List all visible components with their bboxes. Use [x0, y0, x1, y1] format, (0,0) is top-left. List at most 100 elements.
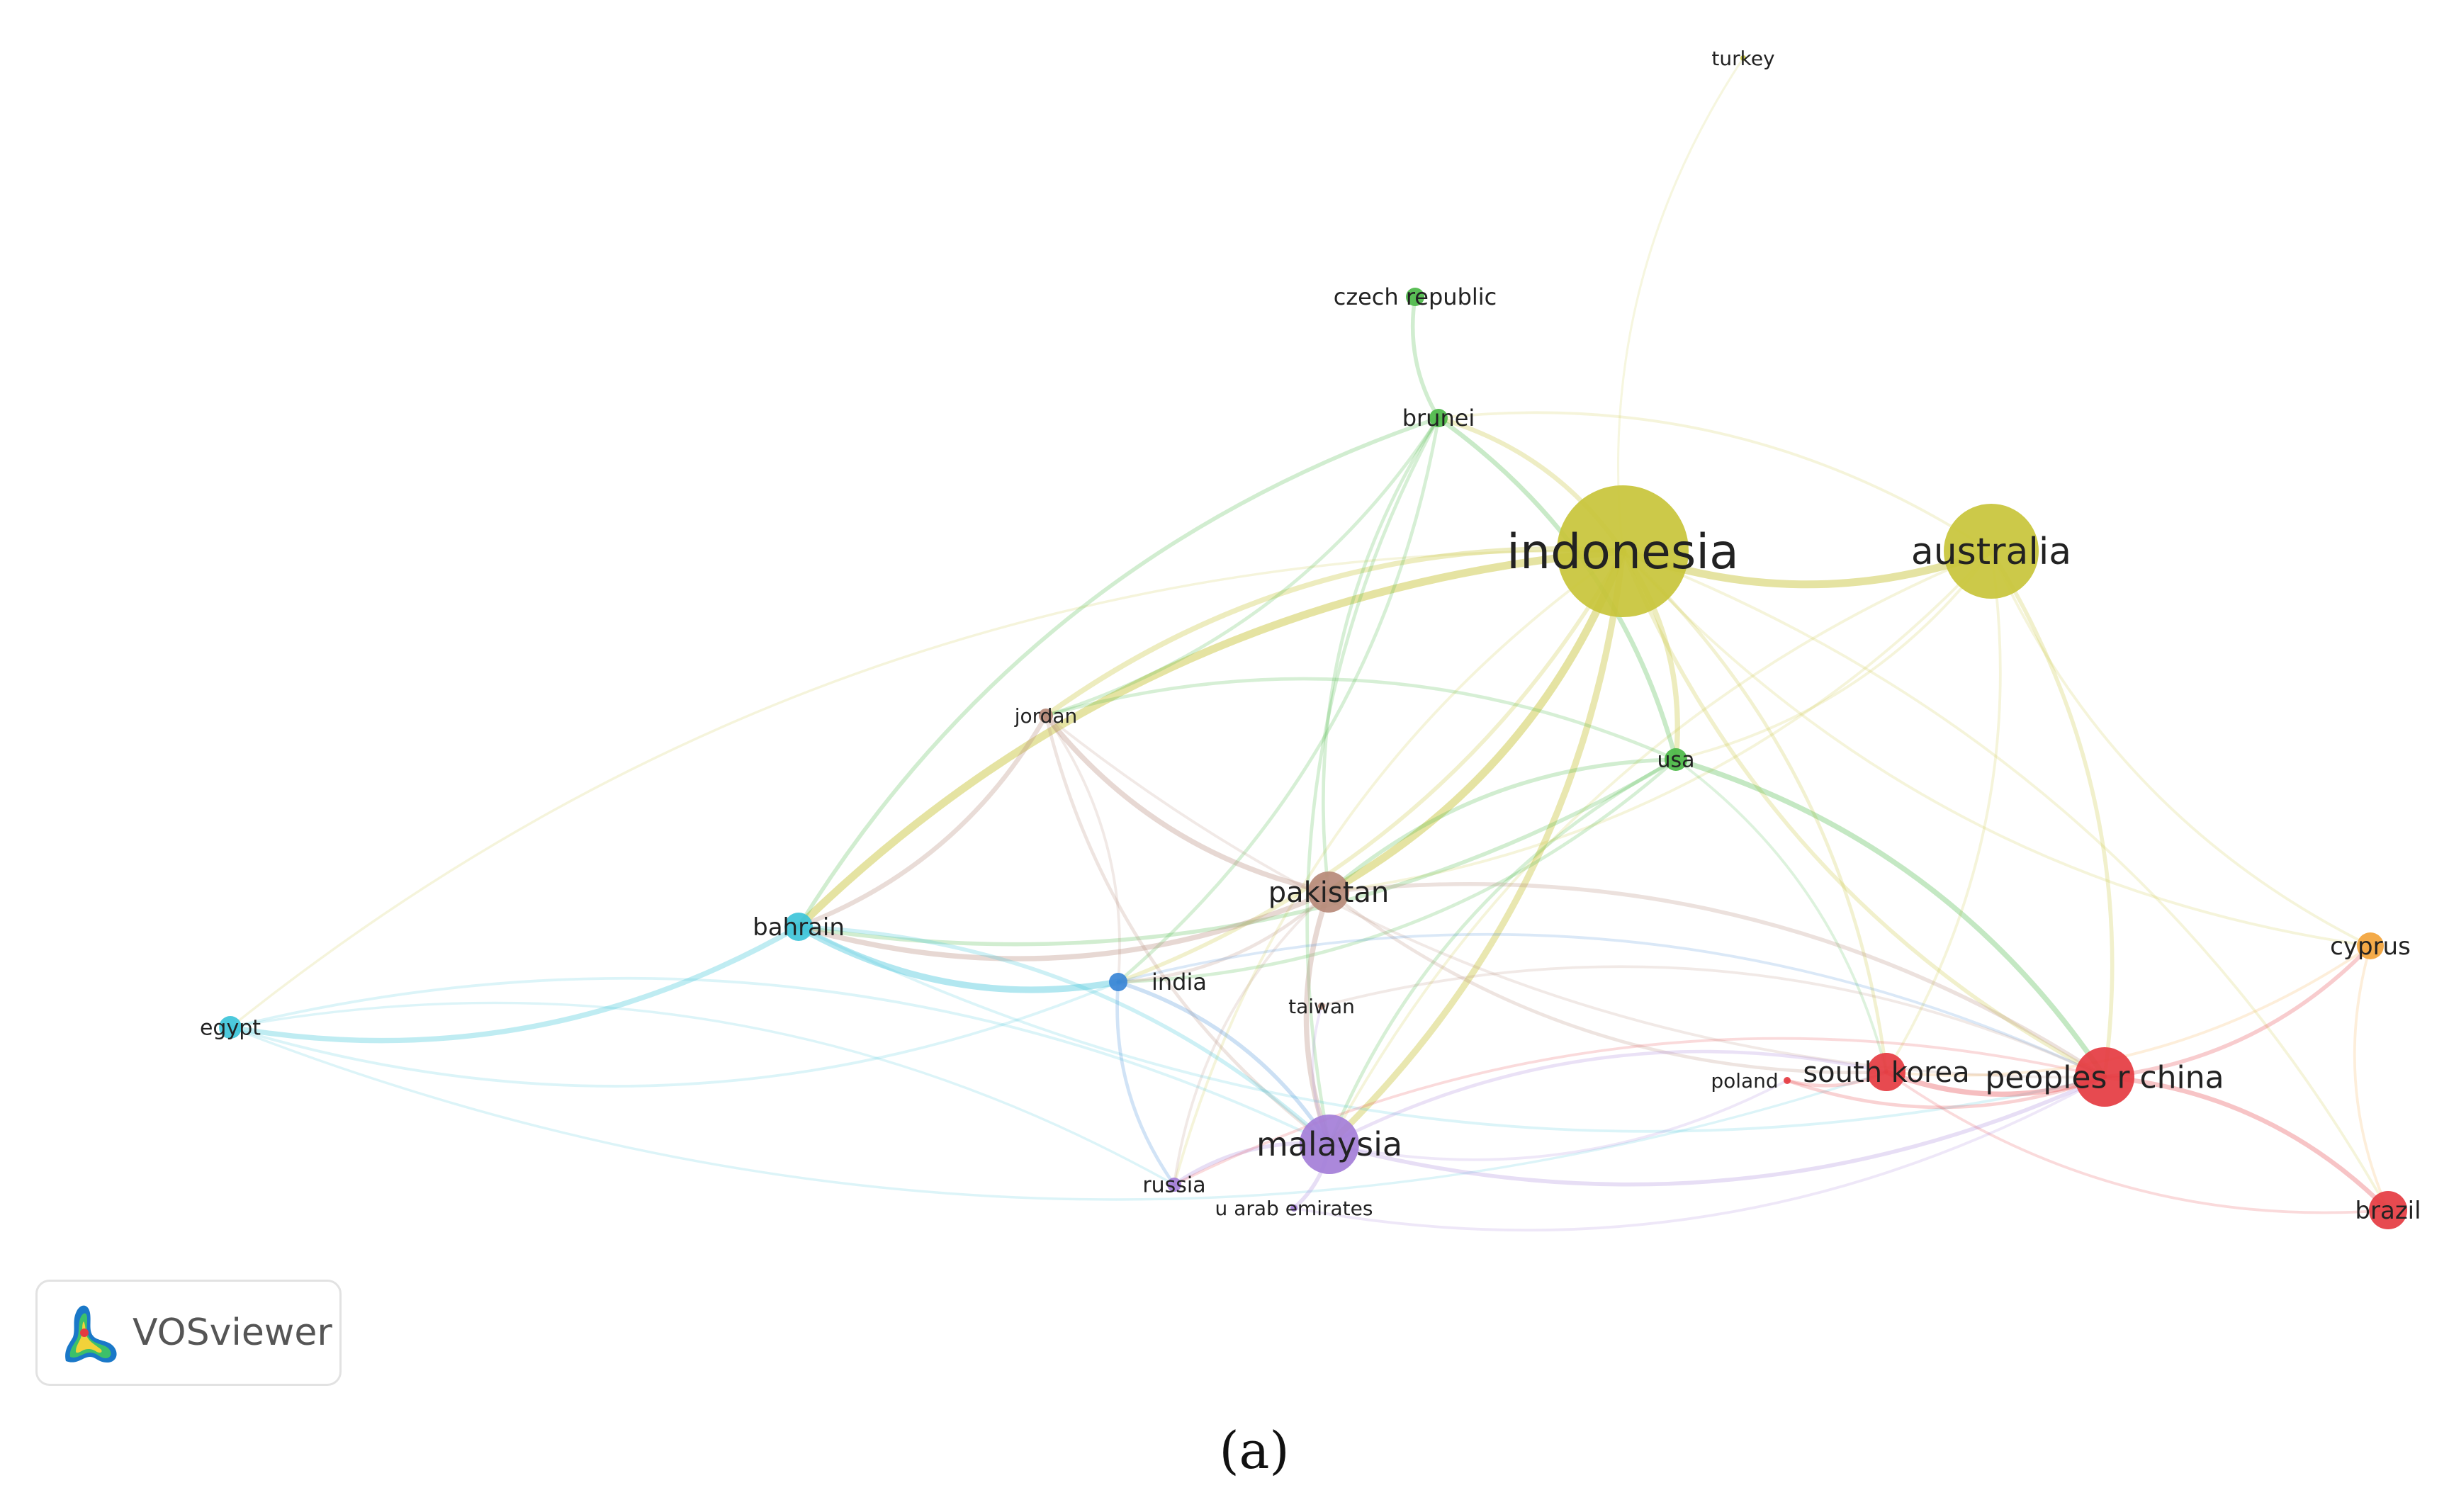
node-egypt[interactable] — [219, 1016, 242, 1039]
link-jordan-pakistan — [1043, 713, 1332, 895]
link-indonesia-brazil — [1621, 550, 2389, 1212]
node-pakistan[interactable] — [1308, 871, 1349, 913]
label-taiwan: taiwan — [1288, 995, 1355, 1018]
link-egypt-russia — [229, 1001, 1176, 1186]
label-malaysia: malaysia — [1256, 1125, 1402, 1163]
node-australia[interactable] — [1944, 504, 2039, 599]
node-bahrain[interactable] — [784, 913, 813, 941]
link-brunei-malaysia — [1305, 416, 1441, 1146]
node-indonesia[interactable] — [1557, 485, 1689, 617]
node-cyprus[interactable] — [2357, 932, 2384, 959]
node-turkey[interactable] — [1740, 55, 1746, 61]
link-u-arab-emirates-peoples-r-china — [1293, 1076, 2106, 1232]
link-australia-south-korea — [1885, 550, 2002, 1073]
link-bahrain-india — [795, 923, 1122, 993]
node-brunei[interactable] — [1429, 409, 1448, 427]
label-usa: usa — [1657, 748, 1694, 773]
link-indonesia-india — [1116, 549, 1625, 984]
link-jordan-india — [1045, 714, 1121, 983]
link-bahrain-peoples-r-china — [797, 925, 2106, 1133]
node-usa[interactable] — [1665, 748, 1687, 771]
label-poland: poland — [1711, 1069, 1778, 1093]
vosviewer-label: VOSviewer — [133, 1311, 332, 1354]
link-indonesia-peoples-r-china — [1621, 549, 2107, 1079]
link-brunei-india — [1116, 416, 1441, 984]
link-brunei-bahrain — [796, 416, 1441, 929]
link-india-russia — [1115, 980, 1176, 1187]
link-indonesia-russia — [1173, 550, 1624, 1186]
label-russia: russia — [1142, 1173, 1205, 1198]
link-usa-malaysia — [1327, 757, 1678, 1146]
link-indonesia-jordan — [1043, 546, 1626, 718]
link-cyprus-south-korea — [1885, 944, 2372, 1077]
link-malaysia-poland — [1328, 1079, 1789, 1161]
link-jordan-malaysia — [1044, 713, 1332, 1146]
link-usa-pakistan — [1327, 757, 1678, 894]
vosviewer-logo-icon — [65, 1305, 117, 1363]
link-indonesia-cyprus — [1621, 550, 2372, 947]
label-south-korea: south korea — [1803, 1056, 1969, 1089]
link-indonesia-turkey — [1617, 57, 1745, 553]
label-brazil: brazil — [2355, 1197, 2421, 1225]
link-indonesia-bahrain — [794, 547, 1627, 931]
node-peoples-r-china[interactable] — [2075, 1047, 2134, 1107]
node-czech-republic[interactable] — [1406, 288, 1424, 306]
label-indonesia: indonesia — [1507, 524, 1739, 580]
link-pakistan-malaysia — [1303, 889, 1332, 1147]
link-peoples-r-china-poland — [1785, 1075, 2107, 1110]
link-usa-south-korea — [1674, 758, 1888, 1073]
link-malaysia-south-korea — [1327, 1049, 1888, 1146]
link-pakistan-russia — [1173, 891, 1330, 1186]
link-czech-republic-brunei — [1410, 295, 1441, 420]
node-poland[interactable] — [1784, 1077, 1791, 1084]
link-jordan-peoples-r-china — [1045, 714, 2106, 1079]
label-pakistan: pakistan — [1268, 876, 1390, 909]
label-india: india — [1152, 969, 1207, 995]
label-australia: australia — [1911, 531, 2071, 573]
link-india-malaysia — [1116, 980, 1332, 1146]
link-australia-malaysia — [1328, 550, 1993, 1146]
link-brunei-pakistan — [1322, 416, 1441, 894]
link-usa-peoples-r-china — [1673, 757, 2107, 1080]
link-indonesia-malaysia — [1326, 548, 1626, 1148]
link-egypt-south-korea — [229, 1026, 1888, 1201]
node-india[interactable] — [1109, 973, 1127, 991]
network-nodes — [219, 55, 2407, 1229]
label-peoples-r-china: peoples r china — [1985, 1059, 2224, 1095]
figure-caption: (a) — [1219, 1421, 1290, 1480]
link-australia-usa — [1674, 550, 1993, 761]
link-taiwan-peoples-r-china — [1320, 965, 2106, 1078]
node-u-arab-emirates[interactable] — [1290, 1204, 1297, 1212]
node-brazil[interactable] — [2369, 1191, 2407, 1229]
link-indonesia-south-korea — [1621, 549, 1888, 1074]
vosviewer-badge: VOSviewer — [35, 1280, 342, 1386]
link-usa-bahrain — [796, 757, 1678, 947]
link-indonesia-egypt — [229, 549, 1624, 1029]
node-south-korea[interactable] — [1867, 1053, 1905, 1091]
link-south-korea-brazil — [1885, 1071, 2389, 1214]
node-malaysia[interactable] — [1300, 1115, 1359, 1174]
link-malaysia-peoples-r-china — [1327, 1075, 2107, 1187]
link-brunei-jordan — [1044, 416, 1441, 718]
label-jordan: jordan — [1014, 704, 1078, 728]
link-australia-brunei — [1437, 411, 1993, 553]
node-jordan[interactable] — [1039, 709, 1053, 723]
network-links — [227, 57, 2391, 1232]
link-usa-jordan — [1044, 677, 1678, 762]
link-pakistan-peoples-r-china — [1327, 881, 2107, 1079]
link-bahrain-malaysia — [796, 925, 1332, 1146]
link-peoples-r-china-cyprus — [2102, 944, 2372, 1079]
node-taiwan[interactable] — [1318, 1003, 1325, 1010]
label-u-arab-emirates: u arab emirates — [1215, 1197, 1373, 1220]
label-egypt: egypt — [200, 1016, 261, 1041]
link-cyprus-brazil — [2353, 944, 2389, 1212]
label-cyprus: cyprus — [2330, 932, 2411, 961]
link-pakistan-bahrain — [796, 889, 1332, 961]
node-russia[interactable] — [1167, 1178, 1181, 1192]
link-australia-peoples-r-china — [1989, 549, 2115, 1079]
link-jordan-bahrain — [796, 713, 1049, 930]
label-bahrain: bahrain — [753, 913, 845, 942]
label-turkey: turkey — [1711, 47, 1774, 70]
